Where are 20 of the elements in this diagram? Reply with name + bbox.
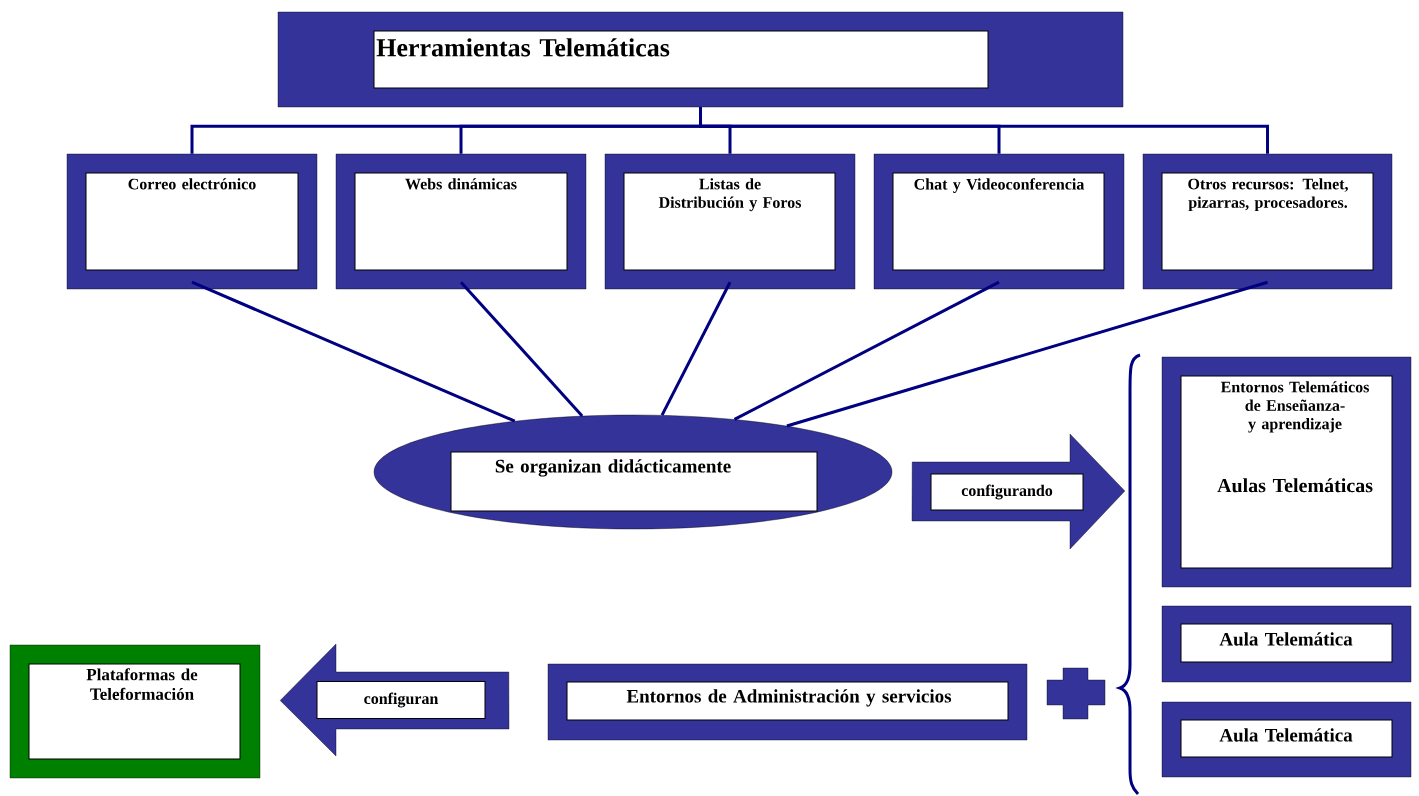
connector-line [733, 280, 1000, 421]
framed-box: Otros recursos: Telnet, pizarras, procesadores. [1142, 153, 1393, 290]
framed-box: Herramientas Telemáticas [277, 11, 1124, 108]
connector-line [699, 107, 1269, 154]
edge-label: configurando [930, 473, 1084, 511]
framed-box: Entornos de Administración y servicios [547, 663, 1028, 741]
framed-box: Correo electrónico [66, 153, 318, 290]
connector-line [660, 281, 732, 416]
framed-box: Listas de Distribución y Foros [604, 153, 856, 290]
framed-box: Aula Telemática [1161, 701, 1412, 778]
ellipse-node: Se organizan didácticamente [373, 414, 893, 530]
connector-line [786, 280, 1268, 428]
framed-box: Entornos Telemáticos de Enseñanza- y aprendizaje Aulas Telemáticas [1161, 356, 1412, 588]
framed-box: Plataformas de Teleformación [9, 644, 261, 779]
framed-box: Chat y Videoconferencia [873, 153, 1125, 290]
edge-label: configuran [316, 681, 486, 719]
connector-line [459, 281, 584, 417]
framed-box: Webs dinámicas [335, 153, 587, 290]
framed-box: Aula Telemática [1161, 605, 1412, 683]
connector-line [191, 280, 516, 423]
